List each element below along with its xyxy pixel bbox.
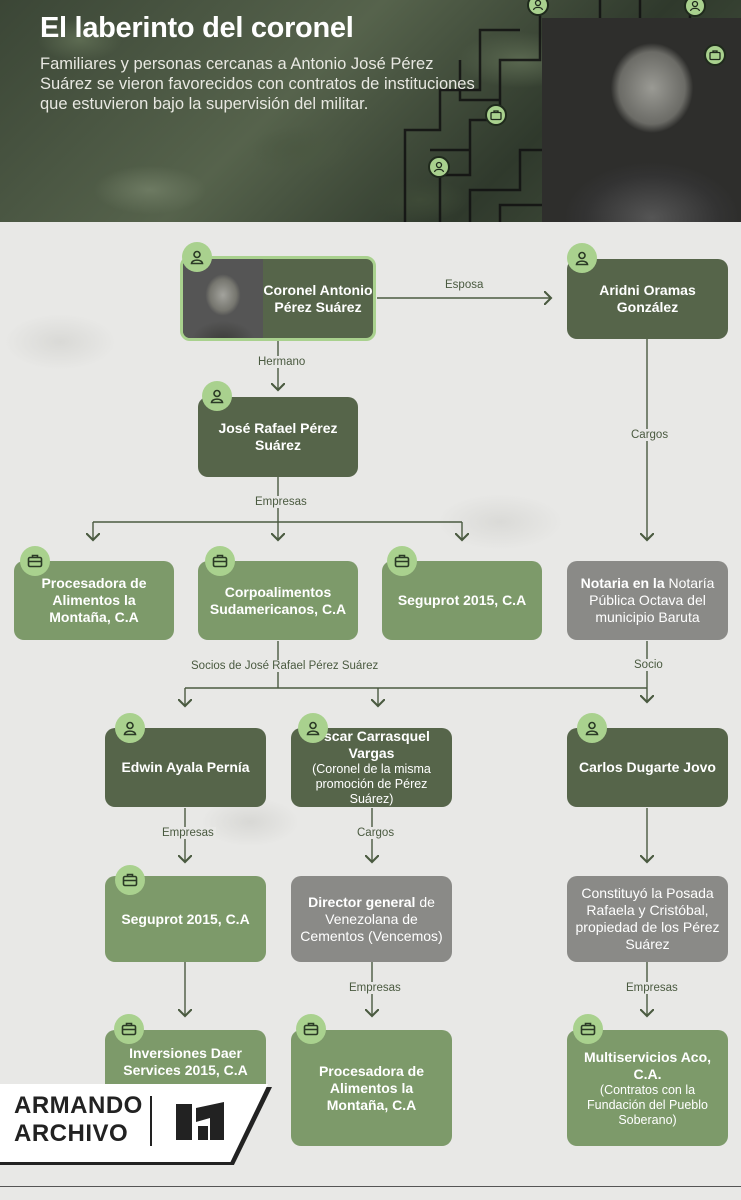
briefcase-icon (573, 1014, 603, 1044)
logo-line-1: ARMANDO (14, 1092, 143, 1119)
node-label: Procesadora de Alimentos la Montaña, C.A (318, 1062, 425, 1113)
coronel-thumbnail (183, 259, 263, 338)
edge-label-empresas: Empresas (253, 496, 309, 508)
node-label: Óscar Carrasquel Vargas (313, 728, 430, 761)
person-icon (684, 0, 706, 17)
node-procesadora-2: Procesadora de Alimentos la Montaña, C.A (291, 1030, 452, 1146)
person-icon (202, 381, 232, 411)
node-label: Carlos Dugarte Jovo (579, 759, 716, 775)
edge-label-socios: Socios de José Rafael Pérez Suárez (189, 660, 381, 672)
node-jose-rafael: José Rafael Pérez Suárez (198, 397, 358, 477)
briefcase-icon (115, 865, 145, 895)
briefcase-icon (387, 546, 417, 576)
briefcase-icon (296, 1014, 326, 1044)
person-icon (428, 156, 450, 178)
node-coronel: Coronel Antonio Pérez Suárez (180, 256, 376, 341)
node-label: Notaria en la Notaría Pública Octava del… (580, 575, 715, 625)
node-label: Aridni Oramas González (599, 282, 696, 315)
node-label: Procesadora de Alimentos la Montaña, C.A (41, 575, 147, 625)
node-label: Constituyó la Posada Rafaela y Cristóbal… (575, 885, 720, 952)
person-icon (182, 242, 212, 272)
node-posada: Constituyó la Posada Rafaela y Cristóbal… (567, 876, 728, 962)
person-icon (115, 713, 145, 743)
edge-label-esposa: Esposa (445, 279, 484, 291)
armando-archivo-logo: ARMANDO ARCHIVO (0, 1084, 268, 1162)
briefcase-icon (485, 104, 507, 126)
node-label: Director general de Venezolana de Cement… (300, 893, 443, 944)
node-sublabel: (Contratos con la Fundación del Pueblo S… (587, 1082, 708, 1127)
node-inversiones: Inversiones Daer Services 2015, C.A (105, 1030, 266, 1094)
node-label: Corpoalimentos Sudamericanos, C.A (209, 583, 347, 617)
person-icon (298, 713, 328, 743)
node-director: Director general de Venezolana de Cement… (291, 876, 452, 962)
node-corpoalimentos: Corpoalimentos Sudamericanos, C.A (198, 561, 358, 640)
node-sublabel: (Coronel de la misma promoción de Pérez … (312, 762, 431, 806)
edge-label-hermano: Hermano (256, 356, 308, 368)
logo-mark-icon (176, 1102, 224, 1140)
briefcase-icon (20, 546, 50, 576)
person-icon (567, 243, 597, 273)
edge-label-empresas: Empresas (624, 982, 680, 994)
footer-divider (0, 1186, 741, 1187)
node-label: Multiservicios Aco, C.A. (583, 1048, 712, 1082)
briefcase-icon (114, 1014, 144, 1044)
edge-label-cargos: Cargos (355, 827, 397, 839)
person-icon (527, 0, 549, 16)
logo-divider (150, 1096, 152, 1146)
edge-label-empresas: Empresas (160, 827, 216, 839)
node-label: Inversiones Daer Services 2015, C.A (123, 1045, 248, 1078)
edge-label-cargos: Cargos (629, 429, 671, 441)
node-seguprot-2: Seguprot 2015, C.A (105, 876, 266, 962)
node-label: José Rafael Pérez Suárez (218, 420, 338, 453)
page-subtitle: Familiares y personas cercanas a Antonio… (40, 55, 475, 113)
briefcase-icon (704, 44, 726, 66)
node-label: Edwin Ayala Pernía (121, 759, 250, 775)
header-banner: El laberinto del coronel Familiares y pe… (0, 0, 741, 222)
node-label: Seguprot 2015, C.A (397, 592, 527, 608)
edge-label-empresas: Empresas (347, 982, 403, 994)
logo-line-2: ARCHIVO (14, 1120, 129, 1147)
person-icon (577, 713, 607, 743)
node-multiservicios: Multiservicios Aco, C.A. (Contratos con … (567, 1030, 728, 1146)
page-title: El laberinto del coronel (40, 12, 354, 44)
edge-label-socio: Socio (632, 659, 665, 671)
node-label: Seguprot 2015, C.A (121, 910, 250, 927)
node-notaria: Notaria en la Notaría Pública Octava del… (567, 561, 728, 640)
node-label: Coronel Antonio Pérez Suárez (263, 281, 373, 315)
node-aridni: Aridni Oramas González (567, 259, 728, 339)
briefcase-icon (205, 546, 235, 576)
